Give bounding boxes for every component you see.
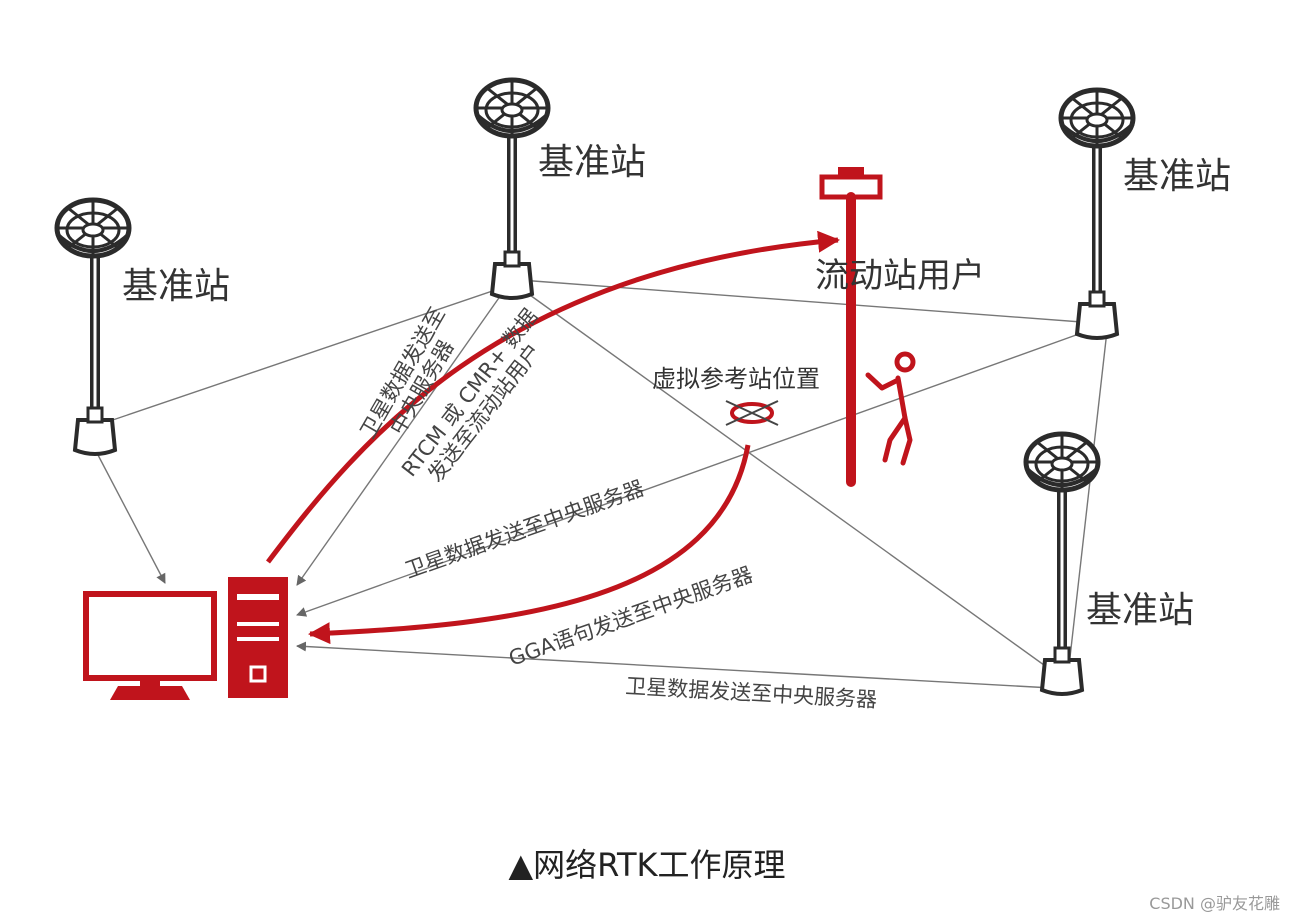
- computer-icon: [83, 591, 217, 700]
- edge-s1-server: [97, 454, 166, 584]
- antenna-base-icon: [73, 406, 117, 456]
- antenna-base-icon: [1075, 290, 1119, 340]
- edge-s3-server: [296, 329, 1091, 617]
- red-flows: [266, 230, 840, 645]
- edge-s2-server: [296, 284, 509, 586]
- edge-label-station-right: 卫星数据发送至中央服务器: [402, 476, 648, 583]
- rtcm-flow-arrow: [266, 230, 840, 564]
- base-station-1: [57, 200, 129, 456]
- virtual-station-icon: [725, 400, 779, 426]
- base-station-4: [1026, 434, 1098, 696]
- antenna-icon: [476, 80, 548, 136]
- net-line-s1-s2: [97, 284, 511, 426]
- station-label-4: 基准站: [1086, 590, 1194, 631]
- base-station-2: [476, 80, 548, 300]
- net-line-s2-s4: [515, 284, 1063, 679]
- watermark: CSDN @驴友花雕: [1149, 894, 1280, 913]
- antenna-icon: [1061, 90, 1133, 146]
- net-line-s2-s3: [519, 279, 1096, 324]
- edge-label-station-bottom: 卫星数据发送至中央服务器: [625, 674, 878, 712]
- net-line-s3-s4: [1067, 321, 1109, 676]
- base-station-3: [1061, 90, 1133, 340]
- antenna-base-icon: [490, 250, 534, 300]
- antenna-icon: [1026, 434, 1098, 490]
- edge-s4-server: [296, 641, 1053, 689]
- station-label-1: 基准站: [122, 266, 230, 307]
- virtual-station-label: 虚拟参考站位置: [652, 365, 820, 393]
- antenna-base-icon: [1040, 646, 1084, 696]
- rover-label: 流动站用户: [815, 256, 985, 296]
- station-label-3: 基准站: [1123, 156, 1231, 197]
- antenna-icon: [57, 200, 129, 256]
- station-label-2: 基准站: [538, 142, 646, 183]
- person-icon: [865, 351, 916, 466]
- server-icon: [228, 577, 288, 698]
- figure-caption: ▲网络RTK工作原理: [508, 846, 786, 884]
- rover-pole-icon: [819, 167, 883, 487]
- gga-flow-arrow: [308, 444, 751, 645]
